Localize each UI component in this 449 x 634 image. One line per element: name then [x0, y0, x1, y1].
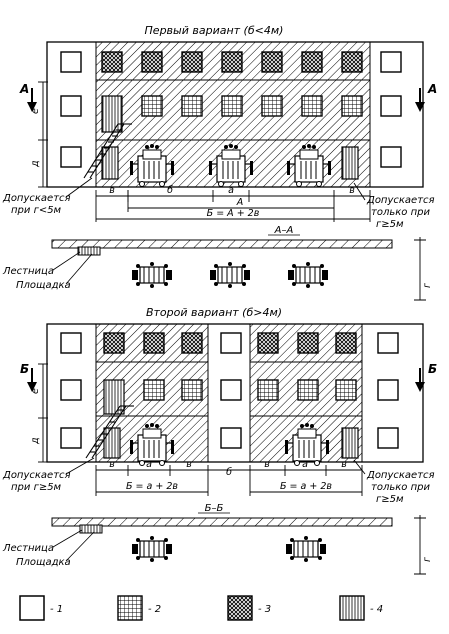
svg-text:- 1: - 1 — [50, 604, 63, 615]
variant1-note-left: Допускается при г<5м — [2, 177, 93, 216]
variant2-plain-windows — [60, 332, 399, 449]
variant1-grid-windows — [141, 95, 363, 117]
variant1-platform-label: Площадка — [16, 280, 71, 291]
svg-text:при г≥5м: при г≥5м — [11, 482, 62, 493]
svg-text:А: А — [427, 82, 437, 96]
svg-text:только при: только при — [371, 482, 430, 493]
variant1-dim-g: г — [422, 282, 433, 288]
variant2-note-left: Допускается при г≥5м — [2, 457, 95, 493]
svg-text:при г<5м: при г<5м — [11, 205, 62, 216]
variant1-dim-e: е — [30, 108, 41, 114]
svg-text:- 4: - 4 — [370, 604, 383, 615]
variant2-dim-total-left: Б = а + 2в — [126, 481, 178, 492]
svg-text:г≥5м: г≥5м — [376, 494, 404, 505]
variant1-section-marker-left: А — [19, 82, 37, 112]
svg-text:А: А — [19, 82, 29, 96]
variant2-platform-label: Площадка — [16, 557, 71, 568]
variant1-dim-b: б — [167, 185, 173, 196]
variant2-dim-v-2: в — [186, 459, 192, 470]
variant2-dim-v-3: в — [264, 459, 270, 470]
variant2-stairs — [85, 405, 134, 459]
svg-text:г≥5м: г≥5м — [376, 219, 404, 230]
variant1-plain-windows — [60, 51, 402, 168]
variant1-dim-v-right: в — [349, 185, 355, 196]
legend-plain-window-icon — [19, 595, 45, 621]
variant2-section-marker-left: Б — [20, 362, 37, 392]
svg-text:Допускается: Допускается — [366, 195, 435, 206]
variant1-title: Первый вариант (б<4м) — [145, 24, 284, 37]
legend-item-3: - 3 — [227, 595, 271, 621]
legend-item-4: - 4 — [339, 595, 383, 621]
variant2-title: Второй вариант (б>4м) — [146, 306, 282, 319]
legend-grid-window-icon — [118, 596, 142, 620]
variant2-dim-v-4: в — [341, 459, 347, 470]
svg-text:Допускается: Допускается — [366, 470, 435, 481]
svg-text:- 2: - 2 — [148, 604, 161, 615]
variant2-section-view: г — [51, 515, 433, 575]
variant2-section-marker-right: Б — [415, 362, 437, 392]
variant1-dim-A: А — [236, 197, 244, 208]
variant1-dim-total: Б = А + 2в — [207, 208, 260, 219]
variant2-note-right: Допускается только при г≥5м — [353, 459, 435, 505]
legend-crosshatch-window-icon — [228, 596, 252, 620]
variant2-dim-g: г — [422, 556, 433, 562]
variant2-section-label: Б–Б — [205, 503, 224, 514]
variant2-dim-total-right: Б = а + 2в — [280, 481, 332, 492]
variant1-section-label: А–А — [274, 225, 294, 236]
svg-text:Б: Б — [428, 362, 437, 376]
svg-text:только при: только при — [371, 207, 430, 218]
variant1: Первый вариант (б<4м) — [2, 24, 437, 301]
legend-item-2: - 2 — [117, 595, 161, 621]
svg-text:Б: Б — [20, 362, 29, 376]
variant2-crosshatch-windows — [103, 332, 357, 354]
variant2-dim-v-1: в — [109, 459, 115, 470]
variant1-section-marker-right: А — [415, 82, 437, 112]
legend-item-1: - 1 — [19, 595, 63, 621]
variant1-note-right: Допускается только при г≥5м — [353, 182, 435, 230]
variant2-dim-e: е — [30, 388, 41, 394]
variant1-dim-v-left: в — [109, 185, 115, 196]
variant2-stair-label: Лестница — [2, 543, 54, 554]
legend: - 1 - 2 - 3 - 4 — [19, 595, 383, 621]
variant1-crosshatch-windows — [101, 51, 363, 73]
legend-vertical-lines-icon — [340, 596, 364, 620]
variant2-dim-a-left: а — [146, 459, 152, 470]
variant2-dim-a-right: а — [302, 459, 308, 470]
svg-text:- 3: - 3 — [258, 604, 271, 615]
svg-text:Допускается: Допускается — [2, 193, 71, 204]
variant1-transformers — [129, 143, 332, 188]
variant1-section-view: г — [51, 237, 433, 301]
variant2-dim-b: б — [226, 467, 232, 478]
variant1-stairs — [83, 123, 132, 179]
svg-text:Допускается: Допускается — [2, 470, 71, 481]
variant1-dim-a: а — [228, 185, 234, 196]
variant2-dim-d: д — [30, 437, 41, 445]
variant2: Второй вариант (б>4м) — [2, 306, 437, 575]
variant1-dim-d: д — [30, 160, 41, 168]
variant1-stair-label: Лестница — [2, 266, 54, 277]
variant2-grid-windows — [143, 379, 357, 401]
